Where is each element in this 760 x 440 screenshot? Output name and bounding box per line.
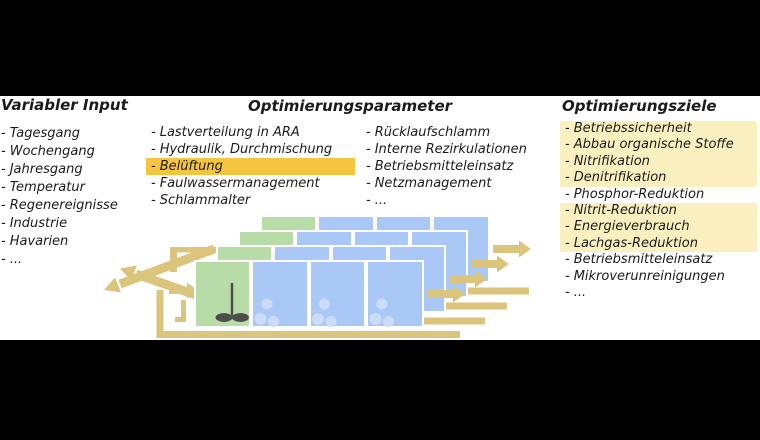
list-item: -Phosphor-Reduktion xyxy=(565,186,705,202)
list-item: -Lastverteilung in ARA xyxy=(151,125,300,140)
list-item: -Mikroverunreinigungen xyxy=(565,268,725,284)
list-item: -Temperatur xyxy=(1,180,85,195)
list-bullet: - xyxy=(565,186,570,202)
list-bullet: - xyxy=(1,162,6,177)
list-item-highlighted: -Energieverbrauch xyxy=(560,219,757,236)
list-bullet: - xyxy=(1,198,6,213)
arrow-head xyxy=(104,277,121,293)
list-item-highlighted: -Abbau organische Stoffe xyxy=(560,137,757,154)
figure-content: Variabler Input -Tagesgang -Wochengang -… xyxy=(0,96,760,340)
list-bullet: - xyxy=(366,125,371,140)
treatment-plant-diagram xyxy=(104,215,531,338)
column-title-optimierungsziele: Optimierungsziele xyxy=(562,97,717,115)
list-bullet: - xyxy=(565,285,570,301)
list-bullet: - xyxy=(565,137,570,153)
list-bullet: - xyxy=(151,193,156,208)
effluent-arrow xyxy=(493,240,531,258)
aeration-bubbles xyxy=(254,298,394,327)
return-pipe xyxy=(156,290,460,338)
list-bullet: - xyxy=(565,235,570,251)
effluent-arrow xyxy=(427,285,465,303)
list-bullet: - xyxy=(366,193,371,208)
arrow-shaft xyxy=(169,287,187,294)
list-bullet: - xyxy=(1,144,6,159)
effluent-arrow xyxy=(471,255,509,273)
list-item: -Havarien xyxy=(1,234,69,249)
return-bar xyxy=(446,302,507,310)
list-item: -Wochengang xyxy=(1,144,95,159)
list-item: -Hydraulik, Durchmischung xyxy=(151,142,333,157)
list-bullet: - xyxy=(151,125,156,140)
tank-inlet-arrow xyxy=(169,282,198,299)
goals-list: -Betriebssicherheit -Abbau organische St… xyxy=(560,121,757,301)
list-item-highlighted: -Nitrit-Reduktion xyxy=(560,203,757,220)
list-item: -Jahresgang xyxy=(1,162,83,177)
column-title-optimierungsparameter: Optimierungsparameter xyxy=(247,97,453,115)
pipe xyxy=(170,247,216,253)
input-list: -Tagesgang -Wochengang -Jahresgang -Temp… xyxy=(1,125,118,269)
parameters-list-left: -Lastverteilung in ARA -Hydraulik, Durch… xyxy=(146,124,355,209)
stirrer-icon xyxy=(215,283,249,322)
arrow-head xyxy=(187,282,198,299)
list-item: -Betriebsmitteleinsatz xyxy=(366,159,514,174)
list-item: -Industrie xyxy=(1,216,68,231)
list-bullet: - xyxy=(565,252,570,268)
list-item: -Rücklaufschlamm xyxy=(366,125,491,140)
list-bullet: - xyxy=(1,126,6,141)
list-item: -Tagesgang xyxy=(1,126,80,141)
list-bullet: - xyxy=(151,142,156,157)
list-bullet: - xyxy=(1,180,6,195)
parameters-list-right: -Rücklaufschlamm -Interne Rezirkulatione… xyxy=(361,124,546,209)
list-item: -Netzmanagement xyxy=(366,176,492,191)
list-bullet: - xyxy=(565,121,570,136)
list-bullet: - xyxy=(1,234,6,249)
list-item: -... xyxy=(565,285,587,301)
list-bullet: - xyxy=(151,159,156,174)
list-item: -Interne Rezirkulationen xyxy=(366,142,527,157)
list-bullet: - xyxy=(565,203,570,219)
return-bar xyxy=(468,287,529,295)
list-bullet: - xyxy=(366,176,371,191)
list-item: -... xyxy=(366,193,388,208)
return-bar xyxy=(424,317,485,325)
list-bullet: - xyxy=(151,176,156,191)
list-item-highlighted: -Nitrifikation xyxy=(560,153,757,171)
list-bullet: - xyxy=(1,252,6,267)
letterbox-top xyxy=(0,0,760,96)
list-item-highlighted: -Lachgas-Reduktion xyxy=(560,235,757,253)
list-item: -... xyxy=(1,252,23,267)
list-bullet: - xyxy=(565,219,570,235)
effluent-arrow xyxy=(449,270,487,288)
list-item: -Betriebsmitteleinsatz xyxy=(565,252,713,268)
list-item-highlighted: -Betriebssicherheit xyxy=(560,121,757,138)
list-item: -Schlammalter xyxy=(151,193,251,208)
list-bullet: - xyxy=(366,142,371,157)
drain-pipe xyxy=(175,300,186,322)
list-item-highlighted: -Belüftung xyxy=(146,158,355,175)
column-title-variabler-input: Variabler Input xyxy=(1,96,128,114)
list-bullet: - xyxy=(565,170,570,186)
list-item-highlighted: -Denitrifikation xyxy=(560,170,757,187)
list-bullet: - xyxy=(565,153,570,169)
list-bullet: - xyxy=(565,268,570,284)
arrow-head xyxy=(120,265,137,281)
influent-manifold xyxy=(104,244,460,338)
list-bullet: - xyxy=(366,159,371,174)
list-item: -Faulwassermanagement xyxy=(151,176,320,191)
list-item: -Regenereignisse xyxy=(1,198,118,213)
treatment-train-front xyxy=(194,260,465,328)
list-bullet: - xyxy=(1,216,6,231)
letterbox-bottom xyxy=(0,340,760,440)
